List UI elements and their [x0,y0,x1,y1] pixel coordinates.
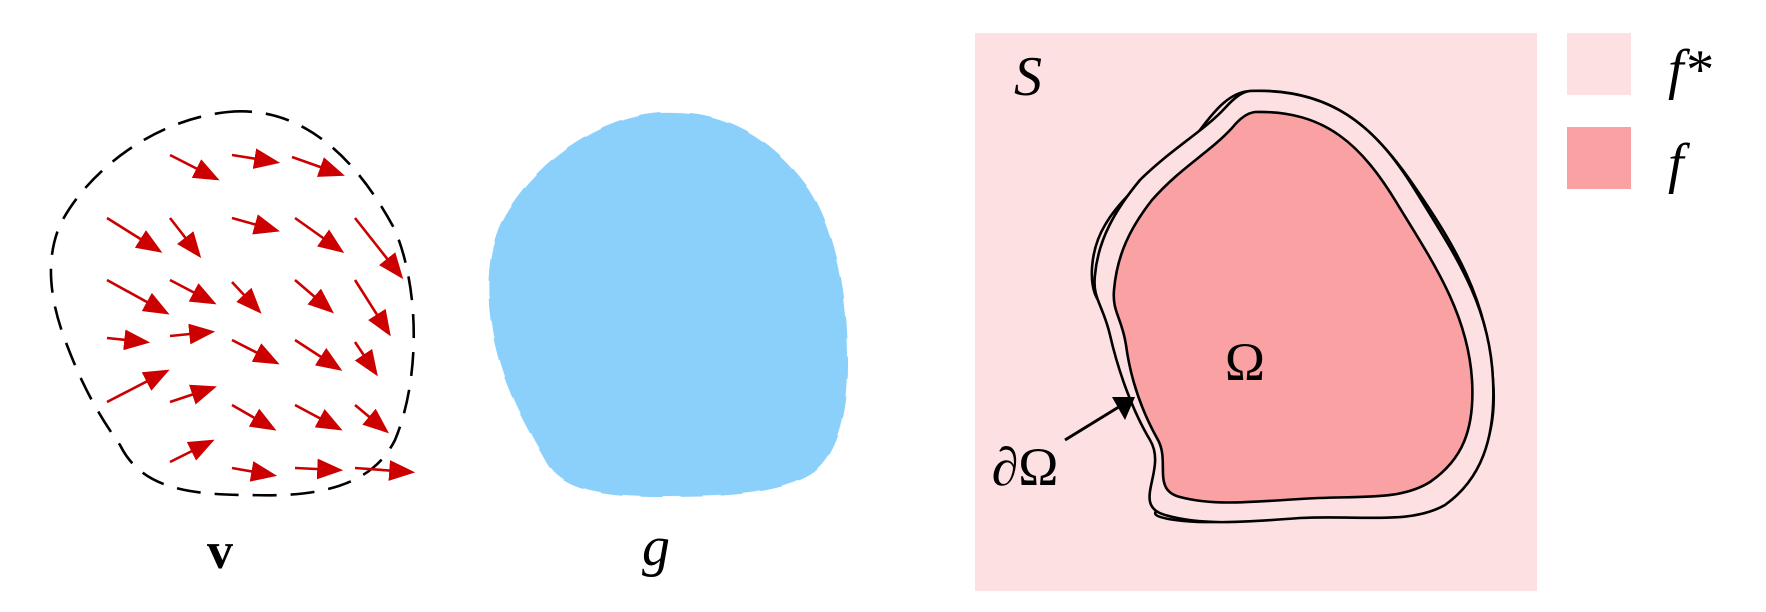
omega-region [1112,110,1474,504]
vector-arrow [353,341,378,377]
vector-arrow [231,281,262,314]
legend-swatch-f [1567,127,1631,189]
omega-label: Ω [1225,332,1265,392]
vector-arrow [231,148,281,169]
vector-arrow [106,216,163,253]
vector-arrow [106,369,170,404]
dashed-boundary [49,110,415,497]
vector-arrow [294,338,343,371]
vector-arrow [169,439,215,464]
vector-arrow [231,461,278,482]
vector-arrow [231,338,280,365]
vector-arrow [169,384,217,405]
vector-arrow [106,329,151,351]
legend-label-f-star: f* [1668,39,1712,101]
guidance-blob [488,111,848,498]
vector-field-panel: v [49,110,416,580]
vector-arrow [169,323,216,345]
guidance-label: g [642,516,670,578]
domain-panel: S Ω ∂Ω [975,33,1537,591]
vector-arrow [169,278,217,305]
legend-swatch-f-star [1567,33,1631,95]
vector-arrow [106,278,170,315]
vector-arrow [231,403,277,431]
vector-arrow [294,458,344,480]
vector-arrow [169,153,220,181]
legend-label-f: f [1668,133,1691,195]
vector-arrow [294,279,334,314]
vector-arrow [291,155,345,177]
vector-arrow [231,214,281,235]
vector-arrow [294,216,345,254]
legend: f* f [1567,33,1712,195]
boundary-pointer-arrow [1064,403,1123,442]
vector-arrow [354,460,416,481]
guidance-panel: g [487,110,850,578]
boundary-pointer-head [1112,397,1135,420]
guidance-blob-edge [487,110,850,499]
vector-arrow [353,279,391,337]
vector-arrows [106,148,416,482]
vector-arrow [294,403,343,431]
domain-S-label: S [1014,46,1042,108]
vector-field-label: v [207,523,233,580]
boundary-label: ∂Ω [992,437,1059,497]
vector-arrow [168,217,202,259]
vector-arrow [353,217,404,280]
vector-arrow [354,404,389,434]
